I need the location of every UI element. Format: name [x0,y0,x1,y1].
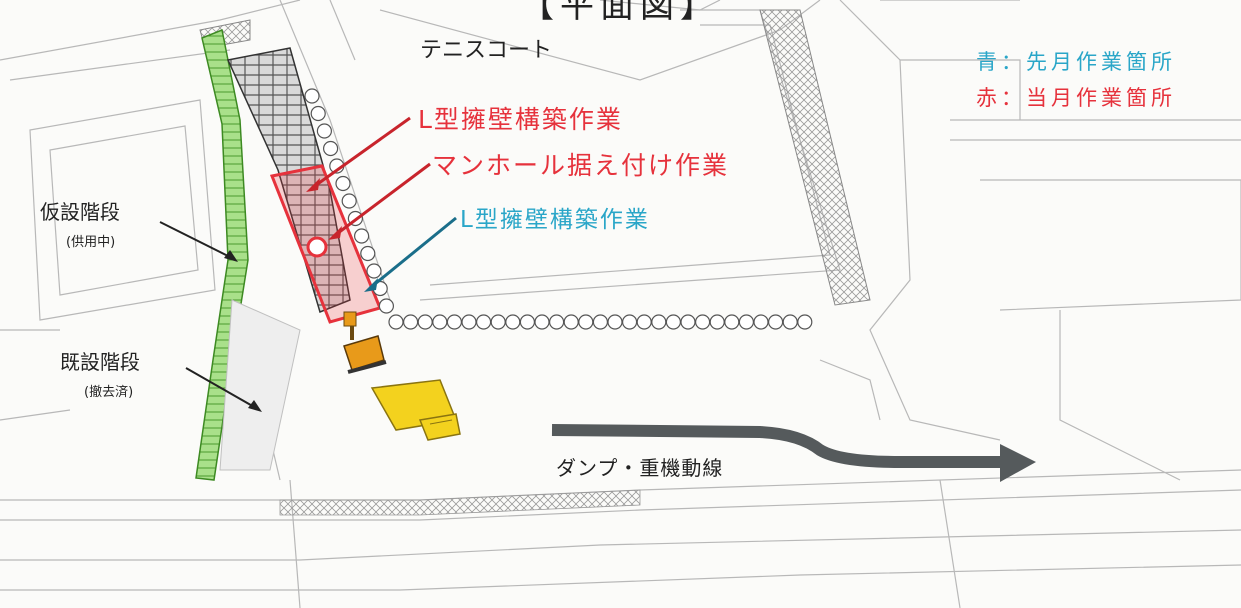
circle-row-vertical [304,88,394,314]
circle-marker [694,314,711,330]
circle-marker [354,228,370,244]
circle-marker [388,314,404,330]
circle-marker [621,314,638,330]
circle-row-horizontal [388,314,813,330]
circle-marker [417,314,433,330]
hatched-slope-right [759,9,871,306]
circle-marker [636,314,652,330]
circle-marker [490,314,506,330]
circle-marker [607,314,623,330]
circle-marker [505,314,521,330]
existing-stairs-note: (撤去済) [84,385,134,400]
circle-marker [651,314,667,330]
circle-marker [592,314,609,330]
l-wall-previous-label: L型擁壁構築作業 [460,207,650,233]
l-wall-current-label: L型擁壁構築作業 [418,105,623,134]
excavator [343,311,387,374]
circle-marker [341,193,357,209]
circle-marker [378,298,394,314]
dump-route-label: ダンプ・重機動線 [556,456,724,480]
legend: 青：先月作業箇所 赤：当月作業箇所 [976,44,1176,116]
temp-stairs-label: 仮設階段 [40,200,120,224]
circle-marker [548,314,565,330]
legend-previous-month: 青：先月作業箇所 [976,50,1176,74]
circle-marker [519,314,536,330]
circle-marker [360,245,376,262]
dump-truck [370,379,461,441]
circle-marker [665,314,682,330]
circle-marker [366,263,382,279]
circle-marker [782,314,798,330]
circle-marker [753,314,769,330]
circle-marker [304,88,320,104]
temp-stairs-note: (供用中) [66,235,116,250]
dump-route-arrow [551,424,1036,482]
circle-marker [446,314,462,330]
circle-marker [335,175,351,192]
legend-current-month: 赤：当月作業箇所 [976,86,1176,110]
manhole-label: マンホール据え付け作業 [432,151,730,180]
circle-marker [323,140,339,157]
circle-marker [738,314,755,330]
circle-marker [563,314,579,330]
circle-marker [534,314,550,330]
hatched-strip-bottom [279,489,641,516]
tennis-court-label: テニスコート [420,38,553,63]
circle-marker [578,314,594,330]
circle-marker [797,314,813,330]
circle-marker [767,314,784,330]
circle-marker [316,123,332,139]
circle-marker [432,314,448,330]
circle-marker [310,105,326,122]
circle-marker [403,314,419,330]
circle-marker [724,314,740,330]
circle-marker [680,314,696,330]
existing-stairs-area [219,299,301,471]
existing-stairs-label: 既設階段 [60,350,140,374]
circle-marker [461,314,477,330]
temporary-stairs [195,28,249,481]
leader-arrows [159,116,457,412]
circle-marker [476,314,492,330]
drawing-title: 【平面図】 [520,0,720,26]
circle-marker [709,314,725,330]
manhole-marker [306,236,328,258]
